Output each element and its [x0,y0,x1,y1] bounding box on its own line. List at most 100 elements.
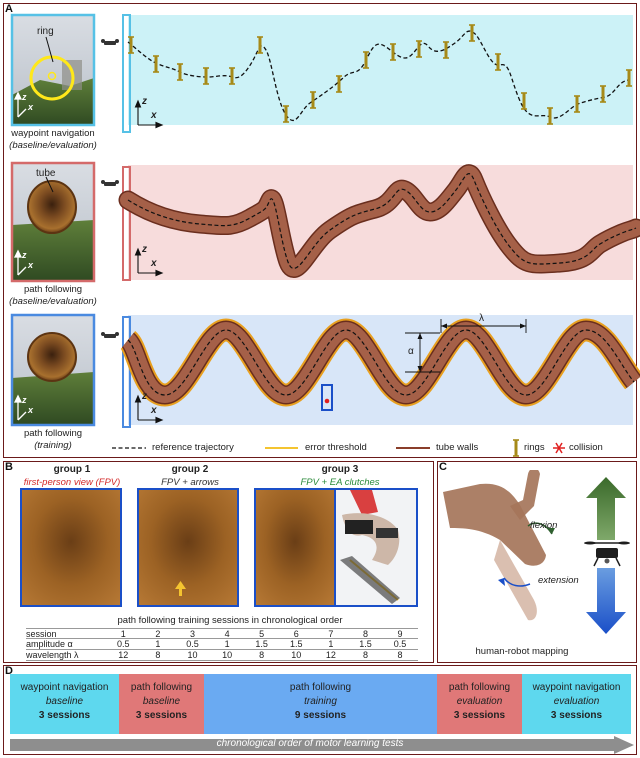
row1-x-label: x [151,110,157,121]
chronological-arrow-label: chronological order of motor learning te… [216,738,404,749]
panel-d [3,665,637,755]
table-cell: 12 [325,650,336,660]
panel-c [437,461,637,663]
drone-icon [101,39,119,338]
thumb2-x-label: x [28,260,34,270]
group2-subtitle: FPV + arrows [161,477,219,488]
row2-label: path following (baseline/evaluation) [9,284,97,307]
start-gate-1 [122,14,131,133]
chronological-arrow [10,736,634,754]
collision-marker [324,398,330,404]
table-row-header: amplitude α [26,639,73,649]
table-cell: 12 [118,650,129,660]
table-cell: 7 [328,628,334,639]
extension-label: extension [538,575,579,586]
table-cell: 5 [259,628,265,639]
table-cell: 8 [362,650,368,660]
panel-b [3,461,434,663]
tube-row2 [118,164,640,278]
table-cell: 8 [362,628,368,639]
panel-c-label: C [439,461,447,473]
group1-title: group 1 [53,464,91,475]
thumb2-z-label: z [22,250,27,260]
fpv-view-group3 [254,488,336,607]
table-cell: 6 [293,628,299,639]
row3-label: path following (training) [23,428,83,451]
table-cell: 1 [328,639,334,649]
table-cell: 1 [224,639,230,649]
table-cell: 8 [259,650,265,660]
down-arrow-blue [586,568,626,634]
table-cell: 10 [291,650,302,660]
thumb1-x-label: x [28,102,34,112]
start-gate-2 [122,166,131,281]
flexion-arrow [527,522,553,535]
ea-clutch-photo [334,488,418,607]
table-row-header: session [26,628,57,639]
legend-collision-swatch [553,442,565,454]
legend-reference-label: reference trajectory [152,442,234,453]
table-cell: 0.5 [393,639,407,649]
thumbnail-tube [10,161,96,283]
thumb1-z-label: z [22,92,27,102]
row2-z-label: z [142,244,147,255]
panel-b-graphics [20,488,418,607]
group1-subtitle: first-person view (FPV) [23,477,121,488]
row3-x-label: x [151,405,157,416]
legend-ring-swatch [513,439,519,457]
panel-a-label: A [5,3,13,15]
quadcopter-icon [584,541,630,567]
table-cell: 8 [397,650,403,660]
flexion-label: flexion [530,520,558,531]
thumbnail-training [10,313,96,427]
rings-row1 [129,25,631,124]
table-cell: 1.5 [290,639,303,649]
panel-b-label: B [5,461,13,473]
table-row-header: wavelength λ [26,650,79,660]
table-cell: 1.5 [255,639,268,649]
block-waypoint-baseline: waypoint navigation baseline 3 sessions [10,674,119,734]
panel-a-graphics [10,13,640,457]
legend-tube-label: tube walls [436,442,479,453]
group3-subtitle: FPV + EA clutches [300,477,380,488]
callout-tube-pointer [45,176,54,193]
row1-z-label: z [142,96,147,107]
block-path-training: path following training 9 sessions [204,674,437,734]
panel-d-label: D [5,665,13,677]
table-cell: 1.5 [359,639,372,649]
thumbnail-waypoint [10,13,96,127]
arrow-up-icon [175,581,186,596]
table-cell: 10 [187,650,198,660]
thumb3-x-label: x [28,405,34,415]
table-row: wavelength λ 12 8 10 10 8 10 12 8 8 [26,650,418,661]
forearm-extended [494,540,537,621]
table-title: path following training sessions in chro… [117,615,343,626]
row1-background [128,15,633,125]
table-cell: 1 [120,628,126,639]
group3-title: group 3 [321,464,359,475]
row3-z-label: z [142,391,147,402]
table-cell: 8 [155,650,161,660]
drone-box-row3 [321,384,333,411]
legend-error-label: error threshold [305,442,367,453]
fpv-view-group1 [20,488,122,607]
block-waypoint-evaluation: waypoint navigation evaluation 3 session… [522,674,631,734]
legend-collision-label: collision [569,442,603,453]
block-path-baseline: path following baseline 3 sessions [119,674,204,734]
table-cell: 2 [155,628,161,639]
start-gate-3 [122,316,131,428]
block-path-evaluation: path following evaluation 3 sessions [437,674,522,734]
lambda-label: λ [479,313,484,324]
table-cell: 9 [397,628,403,639]
human-robot-mapping-caption: human-robot mapping [475,646,569,657]
extension-arrow [503,577,531,587]
alpha-label: α [408,346,414,357]
fpv-view-group2 [137,488,239,607]
callout-ring: ring [37,26,54,37]
group2-title: group 2 [171,464,209,475]
table-cell: 10 [222,650,233,660]
